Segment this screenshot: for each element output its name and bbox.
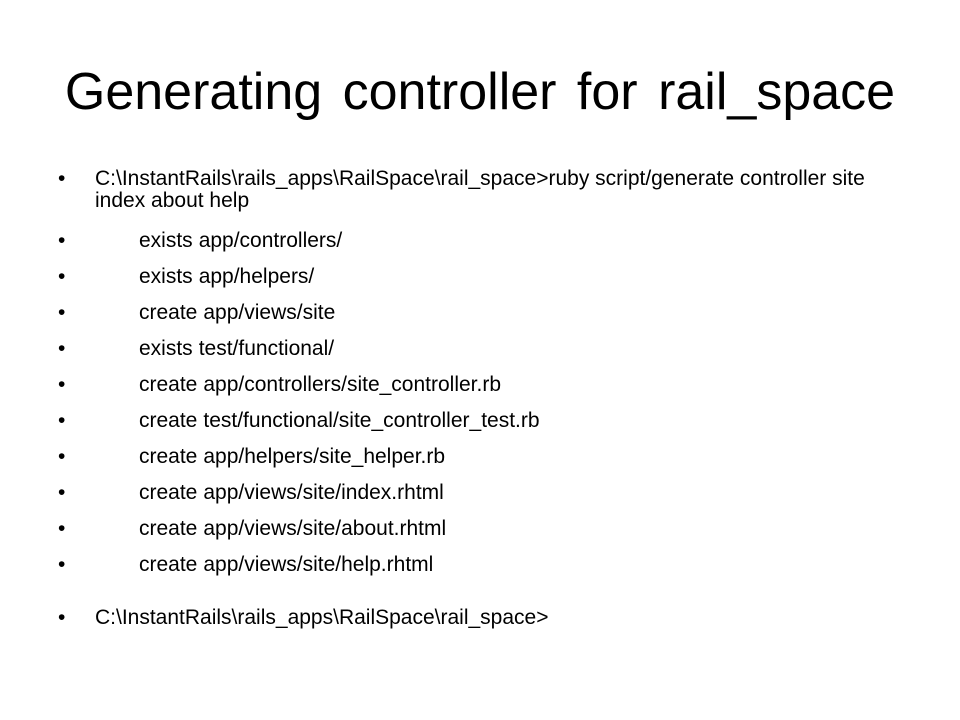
output-path: app/views/site/help.rhtml	[203, 553, 434, 576]
output-action: create	[139, 553, 198, 576]
bullet-glyph: •	[58, 445, 66, 468]
bullet-glyph: •	[58, 301, 66, 324]
output-action: create	[139, 445, 198, 468]
output-action: exists	[139, 337, 193, 360]
prompt-line: • C:\InstantRails\rails_apps\RailSpace\r…	[58, 607, 918, 629]
output-action: create	[139, 301, 198, 324]
output-path: app/views/site	[203, 301, 336, 324]
output-path: app/helpers/site_helper.rb	[203, 445, 446, 468]
output-path: app/views/site/index.rhtml	[203, 481, 444, 504]
output-action: create	[139, 481, 198, 504]
bullet-glyph: •	[58, 229, 66, 252]
output-action: exists	[139, 265, 193, 288]
slide-title: Generating controller for rail_space	[64, 63, 896, 121]
output-action: exists	[139, 229, 193, 252]
output-action: create	[139, 409, 198, 432]
output-path: app/controllers/site_controller.rb	[203, 373, 502, 396]
bullet-glyph: •	[58, 167, 66, 190]
bullet-glyph: •	[58, 373, 66, 396]
bullet-glyph: •	[58, 337, 66, 360]
output-path: test/functional/	[198, 337, 335, 360]
output-action: create	[139, 517, 198, 540]
prompt-text: C:\InstantRails\rails_apps\RailSpace\rai…	[95, 606, 549, 629]
bullet-glyph: •	[58, 265, 66, 288]
bullet-glyph: •	[58, 517, 66, 540]
bullet-glyph: •	[58, 481, 66, 504]
output-path: app/views/site/about.rhtml	[203, 517, 447, 540]
output-path: app/controllers/	[198, 229, 343, 252]
command-text: C:\InstantRails\rails_apps\RailSpace\rai…	[95, 167, 865, 212]
bullet-glyph: •	[58, 553, 66, 576]
bullet-list: • C:\InstantRails\rails_apps\RailSpace\r…	[58, 168, 918, 643]
output-action: create	[139, 373, 198, 396]
output-path: test/functional/site_controller_test.rb	[203, 409, 540, 432]
bullet-glyph: •	[58, 606, 66, 629]
bullet-glyph: •	[58, 409, 66, 432]
command-line: • C:\InstantRails\rails_apps\RailSpace\r…	[58, 168, 918, 212]
output-path: app/helpers/	[198, 265, 315, 288]
